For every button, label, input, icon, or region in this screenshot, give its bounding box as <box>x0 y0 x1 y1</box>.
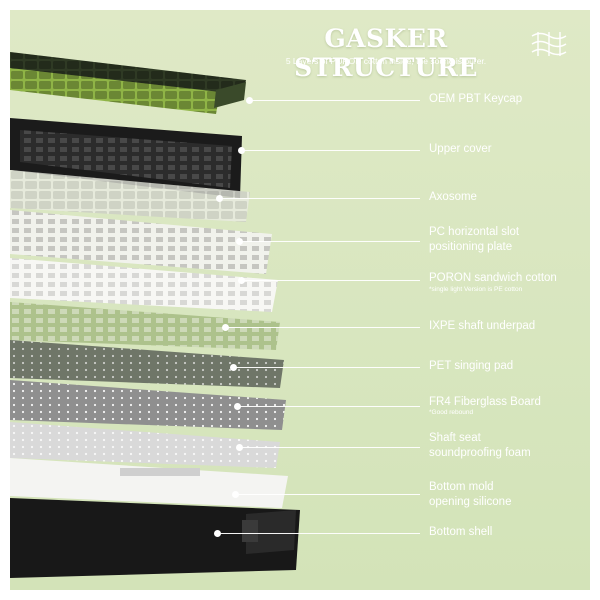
callout-foam <box>10 444 590 451</box>
page-subtitle: 5 Layers of PORON cotton inside, the sou… <box>285 56 487 66</box>
label-line-1: Bottom mold <box>429 481 494 493</box>
label-ixpe: IXPE shaft underpad <box>429 320 536 332</box>
label-keycap: OEM PBT Keycap <box>429 93 523 105</box>
label-line-2: soundproofing foam <box>429 447 531 459</box>
page-title: GASKER STRUCTURE <box>294 24 478 82</box>
callout-line <box>236 494 420 495</box>
exploded-keyboard-illustration <box>10 52 300 578</box>
label-fr4: FR4 Fiberglass Board <box>429 396 541 408</box>
product-infographic: GASKER STRUCTURE 5 Layers of PORON cotto… <box>10 10 590 590</box>
callout-dot <box>234 403 241 410</box>
label-line-2: opening silicone <box>429 496 512 508</box>
label-poron: PORON sandwich cotton <box>429 272 557 284</box>
callout-line <box>242 280 420 281</box>
callout-line <box>238 406 420 407</box>
callout-dot <box>236 444 243 451</box>
callout-dot <box>230 364 237 371</box>
label-pet: PET singing pad <box>429 360 514 372</box>
callout-dot <box>236 238 243 245</box>
label-axosome: Axosome <box>429 191 477 203</box>
callout-line <box>240 241 420 242</box>
callout-pet <box>10 364 590 371</box>
note-poron: *single light Version is PE cotton <box>429 286 523 293</box>
ixpe-layer <box>10 302 280 350</box>
label-line-2: positioning plate <box>429 241 513 253</box>
label-upper-cover: Upper cover <box>429 143 492 155</box>
fr4-board-layer <box>10 380 286 430</box>
callout-line <box>218 533 420 534</box>
callout-pc-plate <box>10 238 590 245</box>
pc-plate-layer <box>10 210 272 274</box>
note-fr4: *Good rebound <box>429 409 474 416</box>
callout-dot <box>216 195 223 202</box>
callout-axosome <box>10 195 590 202</box>
callout-dot <box>232 491 239 498</box>
poron-cotton-layer <box>10 258 278 312</box>
callout-dot <box>238 147 245 154</box>
label-bottom-shell: Bottom shell <box>429 526 493 538</box>
callout-dot <box>214 530 221 537</box>
callout-dot <box>222 324 229 331</box>
foam-layer <box>10 422 280 468</box>
label-line-1: PC horizontal slot <box>429 226 520 238</box>
keycap-layer <box>10 52 246 114</box>
callout-dot <box>238 277 245 284</box>
label-pc-plate: PC horizontal slot positioning plate <box>429 225 519 255</box>
callout-silicone <box>10 491 590 498</box>
upper-cover-layer <box>10 118 242 198</box>
callout-line <box>250 100 420 101</box>
bottom-shell-layer <box>10 498 300 578</box>
pet-pad-layer <box>10 340 284 388</box>
label-foam: Shaft seat soundproofing foam <box>429 431 531 461</box>
callout-line <box>242 150 420 151</box>
callout-bottom-shell <box>10 530 590 537</box>
silicone-layer <box>10 458 288 508</box>
label-line-1: Shaft seat <box>429 432 481 444</box>
callout-dot <box>246 97 253 104</box>
callout-line <box>234 367 420 368</box>
callout-ixpe <box>10 324 590 331</box>
callout-line <box>220 198 420 199</box>
callout-fr4 <box>10 403 590 410</box>
switch-layer <box>10 170 250 222</box>
callout-line <box>226 327 420 328</box>
sound-wave-icon <box>531 32 567 56</box>
callout-line <box>240 447 420 448</box>
callout-keycap <box>10 97 590 104</box>
callout-poron <box>10 277 590 284</box>
label-silicone: Bottom mold opening silicone <box>429 480 511 510</box>
callout-upper-cover <box>10 147 590 154</box>
